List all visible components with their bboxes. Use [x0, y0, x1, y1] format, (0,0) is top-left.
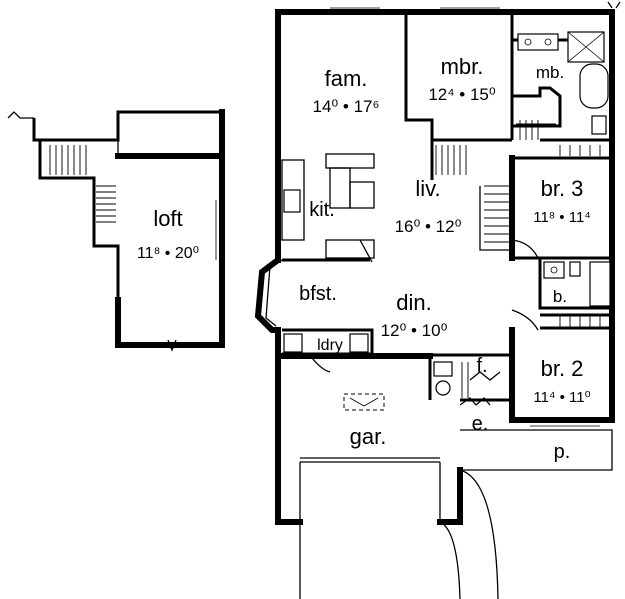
room-label-din: din. — [396, 290, 431, 315]
room-dim-din: 12⁰ • 10⁰ — [381, 321, 448, 340]
foyer-stairs — [461, 362, 469, 398]
room-dim-loft: 11⁸ • 20⁰ — [137, 245, 199, 262]
living-stairs — [435, 145, 510, 243]
room-dim-mbr: 12⁴ • 15⁰ — [428, 85, 496, 104]
room-label-bfst: bfst. — [299, 283, 337, 305]
room-label-br3: br. 3 — [541, 176, 584, 201]
room-dim-fam: 14⁰ • 17⁶ — [312, 97, 379, 116]
room-label-loft: loft — [153, 206, 182, 231]
room-label-p: p. — [554, 441, 571, 463]
room-label-kit: kit. — [309, 199, 335, 221]
room-label-gar: gar. — [350, 424, 387, 449]
room-label-mb: mb. — [536, 63, 564, 82]
room-label-f: f. — [476, 355, 487, 377]
room-label-mbr: mbr. — [441, 54, 484, 79]
room-label-b: b. — [553, 287, 567, 306]
room-dim-br2: 11⁴ • 11⁰ — [533, 389, 590, 406]
loft-stairs — [49, 145, 116, 223]
room-label-ldry: ldry — [317, 337, 343, 354]
loft-plan: loft 11⁸ • 20⁰ — [7, 109, 225, 352]
room-label-liv: liv. — [415, 176, 440, 201]
main-floor-plan: mb. b. — [254, 1, 621, 599]
room-label-fam: fam. — [325, 66, 368, 91]
room-dim-liv: 16⁰ • 12⁰ — [395, 217, 462, 236]
room-dim-br3: 11⁸ • 11⁴ — [533, 209, 591, 226]
room-label-br2: br. 2 — [541, 356, 584, 381]
room-label-e: e. — [472, 413, 489, 435]
